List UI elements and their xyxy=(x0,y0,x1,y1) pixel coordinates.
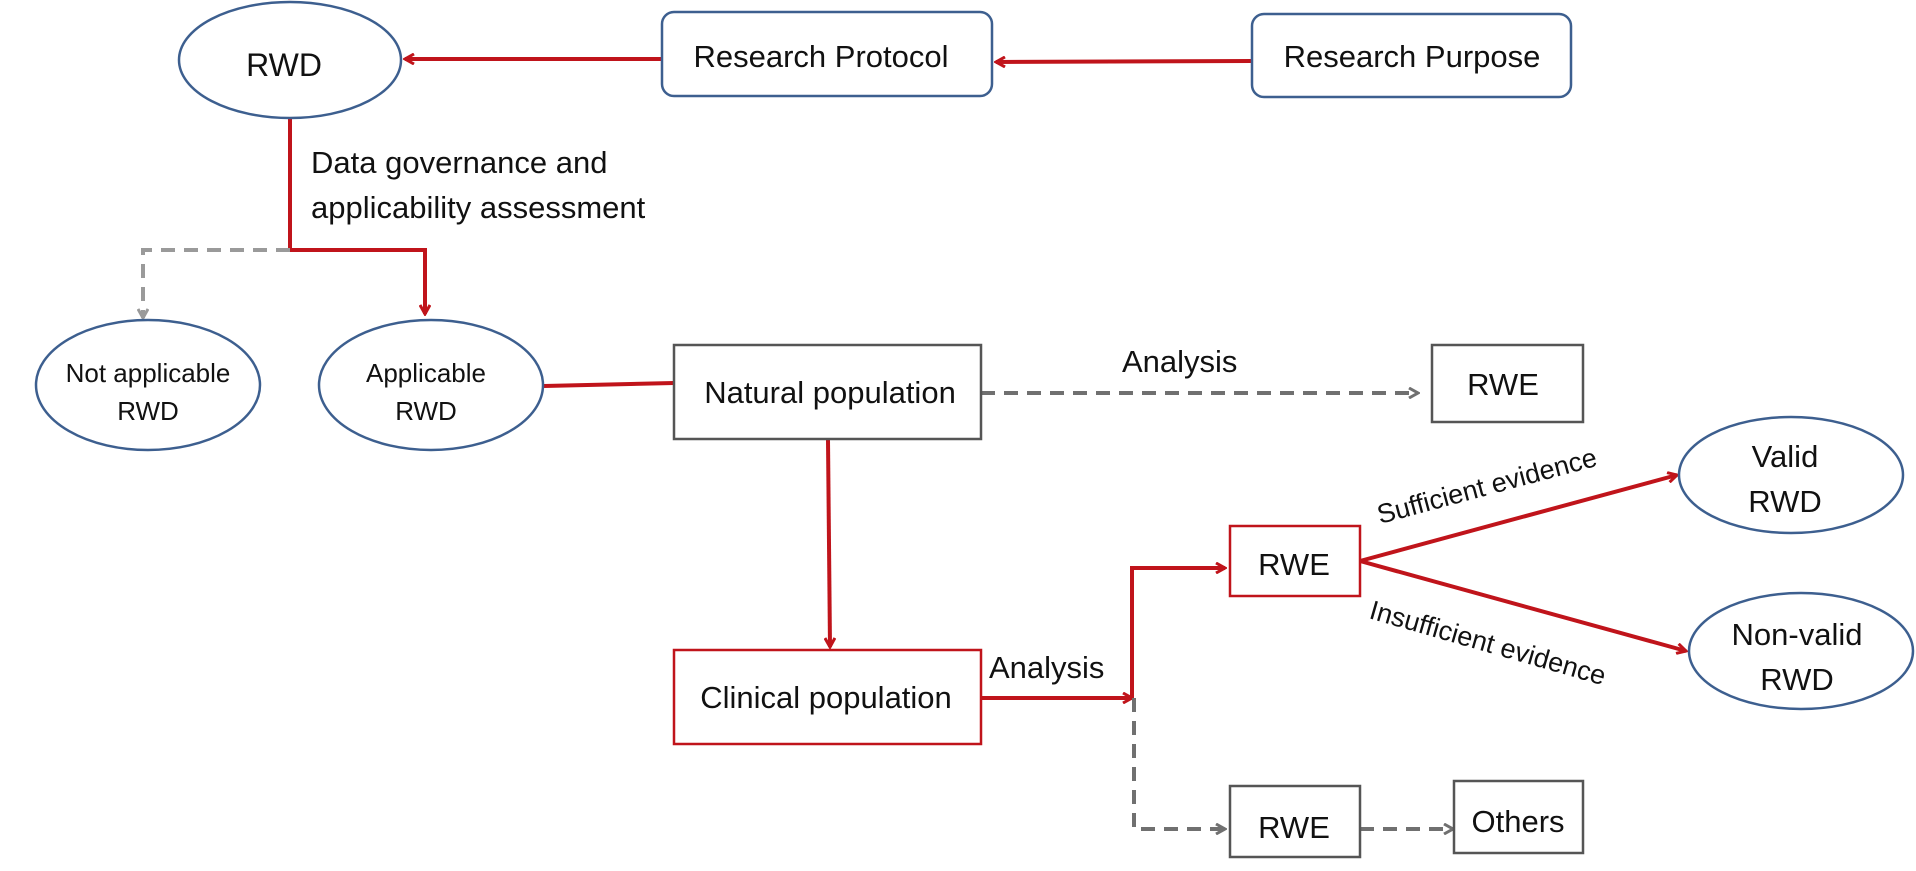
node-rwe-middle: RWE xyxy=(1228,524,1362,598)
node-rwd: RWD xyxy=(177,0,403,120)
node-valid-line1: Valid xyxy=(1752,439,1819,474)
connector-to-not-applicable xyxy=(143,248,290,318)
label-analysis-top: Analysis xyxy=(1122,344,1237,379)
node-non-valid-rwd: Non-valid RWD xyxy=(1687,591,1915,711)
node-valid-line2: RWD xyxy=(1748,484,1821,519)
label-sufficient-evidence: Sufficient evidence xyxy=(1374,442,1600,530)
node-research-purpose: Research Purpose xyxy=(1250,12,1573,99)
node-rwd-label: RWD xyxy=(246,47,322,83)
node-rwe-middle-label: RWE xyxy=(1258,547,1330,582)
node-others-label: Others xyxy=(1471,804,1564,839)
label-analysis-bottom: Analysis xyxy=(989,650,1104,685)
node-non-valid-line1: Non-valid xyxy=(1732,617,1863,652)
label-governance-line1: Data governance and xyxy=(311,145,607,180)
arrow-rwe-to-nonvalid xyxy=(1359,559,1686,651)
arrow-junction-to-rwe-middle xyxy=(1130,568,1225,698)
node-research-purpose-label: Research Purpose xyxy=(1284,39,1541,74)
arrow-rwe-to-valid xyxy=(1359,475,1677,563)
node-rwe-bottom: RWE xyxy=(1228,784,1362,859)
node-applicable-line2: RWD xyxy=(395,396,457,426)
node-rwe-top-label: RWE xyxy=(1467,367,1539,402)
connector-applicable-to-natural xyxy=(543,381,675,388)
node-non-valid-line2: RWD xyxy=(1760,662,1833,697)
node-applicable-line1: Applicable xyxy=(366,358,486,388)
label-insufficient-evidence: Insufficient evidence xyxy=(1366,595,1609,691)
connector-rwd-trunk xyxy=(288,119,425,314)
arrow-junction-to-rwe-bottom xyxy=(1132,698,1225,829)
node-not-applicable-line2: RWD xyxy=(117,396,179,426)
node-natural-population-label: Natural population xyxy=(704,375,956,410)
label-governance-line2: applicability assessment xyxy=(311,190,646,225)
node-applicable-rwd: Applicable RWD xyxy=(317,318,545,452)
node-others: Others xyxy=(1452,779,1585,855)
arrow-natural-to-clinical xyxy=(828,439,830,647)
node-research-protocol-label: Research Protocol xyxy=(693,39,948,74)
node-not-applicable-line1: Not applicable xyxy=(66,358,231,388)
node-natural-population: Natural population xyxy=(672,343,983,441)
node-clinical-population: Clinical population xyxy=(672,648,983,746)
node-clinical-population-label: Clinical population xyxy=(700,680,952,715)
node-rwe-bottom-label: RWE xyxy=(1258,810,1330,845)
node-not-applicable-rwd: Not applicable RWD xyxy=(34,318,262,452)
node-valid-rwd: Valid RWD xyxy=(1677,415,1905,535)
node-research-protocol: Research Protocol xyxy=(660,10,994,98)
arrow-purpose-to-protocol xyxy=(996,61,1253,62)
node-rwe-top: RWE xyxy=(1430,343,1585,424)
